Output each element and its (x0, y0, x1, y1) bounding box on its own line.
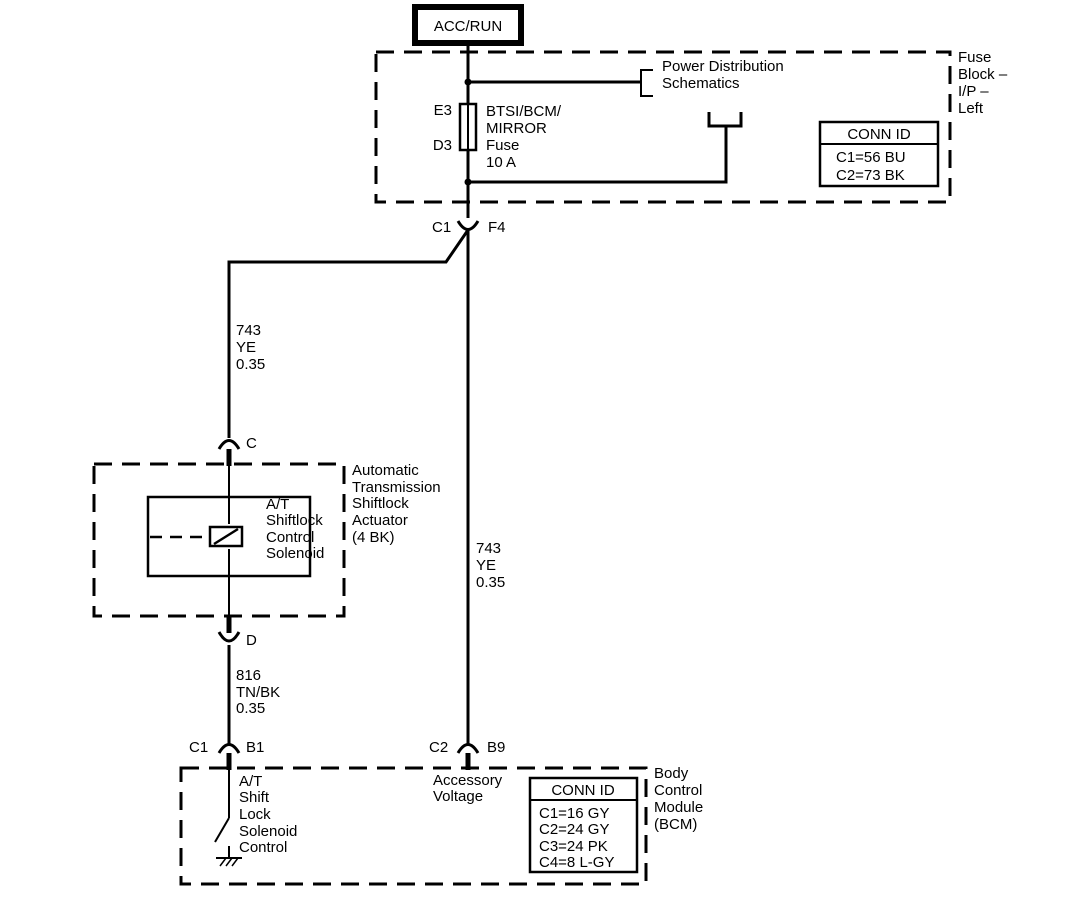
wire-label-left-bottom: 816 TN/BK 0.35 (236, 667, 280, 717)
svg-text:743: 743 (236, 322, 261, 339)
svg-text:D: D (246, 632, 257, 649)
svg-text:(BCM): (BCM) (654, 816, 697, 833)
svg-text:Automatic: Automatic (352, 462, 419, 479)
svg-text:C1=16 GY: C1=16 GY (539, 805, 609, 822)
fuse-block-conn-id: CONN ID C1=56 BU C2=73 BK (818, 120, 940, 188)
fuse-block-outline (374, 50, 952, 204)
solenoid-coil (150, 525, 244, 548)
fuse-pin-bottom: D3 (433, 137, 452, 154)
svg-text:816: 816 (236, 667, 261, 684)
svg-text:10 A: 10 A (486, 154, 516, 171)
svg-text:CONN ID: CONN ID (847, 126, 911, 143)
svg-text:A/T: A/T (239, 773, 262, 790)
svg-text:Block –: Block – (958, 66, 1008, 83)
svg-text:743: 743 (476, 540, 501, 557)
svg-text:C3=24 PK: C3=24 PK (539, 838, 608, 855)
svg-text:C1: C1 (189, 739, 208, 756)
bcm-outline (179, 766, 648, 886)
svg-text:YE: YE (476, 557, 496, 574)
svg-text:Actuator: Actuator (352, 512, 408, 529)
actuator-pin-d: D (217, 616, 257, 649)
fuse-block-label: Fuse Block – I/P – Left (958, 49, 1008, 117)
svg-text:0.35: 0.35 (476, 574, 505, 591)
fuse-block-connector: C1 F4 (432, 219, 506, 236)
svg-text:Lock: Lock (239, 806, 271, 823)
power-source-label: ACC/RUN (434, 18, 502, 35)
svg-text:Transmission: Transmission (352, 479, 441, 496)
svg-text:(4 BK): (4 BK) (352, 529, 395, 546)
actuator-label: Automatic Transmission Shiftlock Actuato… (352, 462, 441, 546)
svg-text:Shift: Shift (239, 789, 270, 806)
shift-lock-switch (214, 770, 242, 867)
svg-text:Control: Control (239, 839, 287, 856)
svg-text:Module: Module (654, 799, 703, 816)
svg-text:C1: C1 (432, 219, 451, 236)
svg-text:F4: F4 (488, 219, 506, 236)
bcm-conn-id: CONN ID C1=16 GY C2=24 GY C3=24 PK C4=8 … (528, 776, 639, 874)
svg-text:Fuse: Fuse (958, 49, 991, 66)
fuse-name: BTSI/BCM/ MIRROR Fuse 10 A (486, 103, 562, 171)
svg-text:YE: YE (236, 339, 256, 356)
svg-text:C4=8 L-GY: C4=8 L-GY (539, 854, 614, 871)
svg-text:Schematics: Schematics (662, 75, 740, 92)
actuator-outline (92, 462, 346, 618)
svg-text:Control: Control (266, 529, 314, 546)
svg-text:Control: Control (654, 782, 702, 799)
svg-text:Left: Left (958, 100, 984, 117)
wire-to-actuator (227, 229, 470, 438)
accessory-voltage-label: Accessory Voltage (433, 772, 503, 805)
svg-text:Voltage: Voltage (433, 788, 483, 805)
svg-text:B9: B9 (487, 739, 505, 756)
svg-text:Fuse: Fuse (486, 137, 519, 154)
svg-text:Power Distribution: Power Distribution (662, 58, 784, 75)
svg-text:A/T: A/T (266, 496, 289, 513)
svg-text:Accessory: Accessory (433, 772, 503, 789)
svg-text:TN/BK: TN/BK (236, 684, 280, 701)
svg-text:Solenoid: Solenoid (239, 823, 297, 840)
svg-text:B1: B1 (246, 739, 264, 756)
svg-text:C2: C2 (429, 739, 448, 756)
svg-text:Shiftlock: Shiftlock (266, 512, 323, 529)
svg-text:Body: Body (654, 765, 689, 782)
svg-text:0.35: 0.35 (236, 700, 265, 717)
return-wire (468, 126, 728, 184)
solenoid-label: A/T Shiftlock Control Solenoid (266, 496, 324, 562)
svg-text:C2=73 BK: C2=73 BK (836, 167, 905, 184)
svg-text:0.35: 0.35 (236, 356, 265, 373)
svg-text:Solenoid: Solenoid (266, 545, 324, 562)
wire-label-center: 743 YE 0.35 (476, 540, 505, 591)
svg-text:C: C (246, 435, 257, 452)
svg-text:CONN ID: CONN ID (551, 782, 615, 799)
wire-label-left-top: 743 YE 0.35 (236, 322, 265, 373)
power-source: ACC/RUN (412, 4, 524, 46)
svg-text:C1=56 BU: C1=56 BU (836, 149, 906, 166)
fuse-pin-top: E3 (434, 102, 452, 119)
bcm-connector-c1: C1 B1 (189, 739, 264, 770)
svg-text:MIRROR: MIRROR (486, 120, 547, 137)
svg-text:BTSI/BCM/: BTSI/BCM/ (486, 103, 562, 120)
bcm-connector-c2: C2 B9 (429, 739, 505, 770)
bcm-label: Body Control Module (BCM) (654, 765, 703, 833)
shift-lock-label: A/T Shift Lock Solenoid Control (239, 773, 297, 856)
power-dist-bracket (640, 69, 653, 97)
actuator-pin-c: C (217, 435, 257, 466)
svg-text:Shiftlock: Shiftlock (352, 495, 409, 512)
svg-text:C2=24 GY: C2=24 GY (539, 821, 609, 838)
svg-text:I/P –: I/P – (958, 83, 989, 100)
power-dist-ref: Power Distribution Schematics (662, 58, 784, 92)
return-bracket (707, 112, 743, 128)
